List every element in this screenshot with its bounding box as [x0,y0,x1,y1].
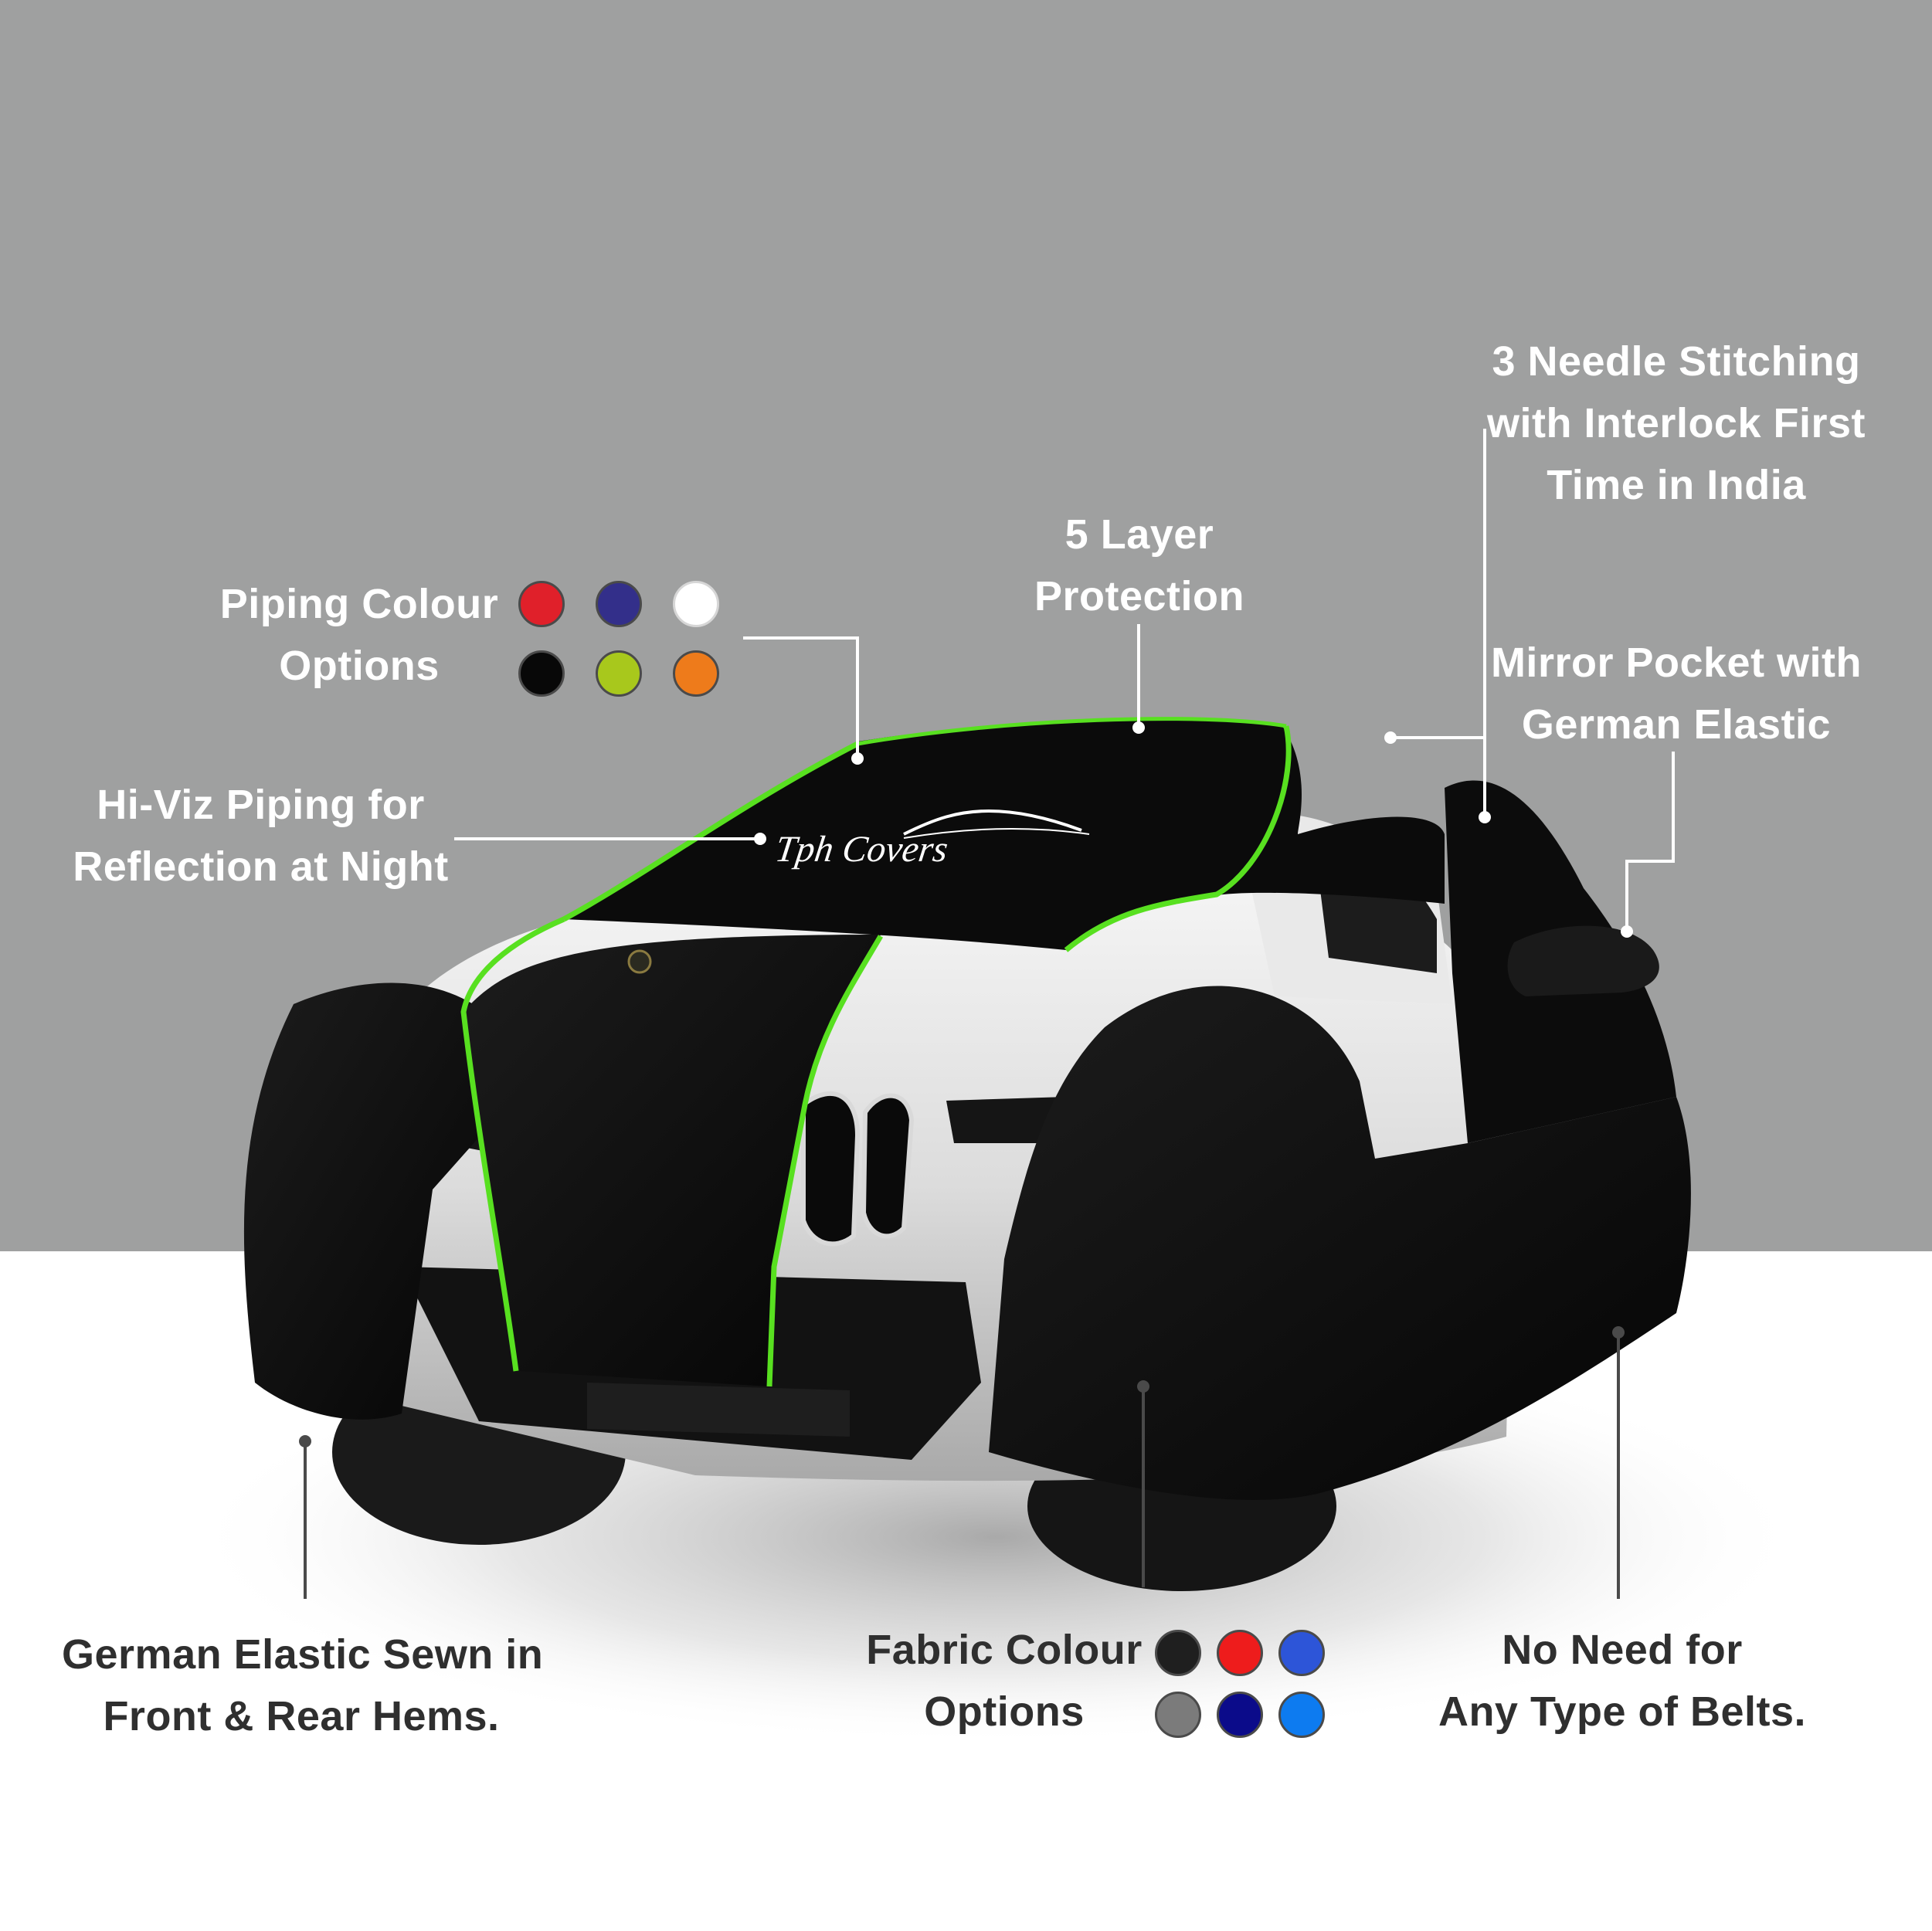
piping-swatch-black[interactable] [518,650,565,697]
leader-piping-colour [743,636,859,758]
dot-mirror [1621,925,1633,938]
cover-left-fender [243,982,494,1420]
dot-german-elastic [299,1435,311,1447]
cover-right-side [989,986,1691,1500]
label-hi-viz: Hi-Viz Piping for Reflection at Night [54,774,467,898]
label-line: 3 Needle Stitching [1492,338,1861,385]
logo-car-outline [903,809,1082,836]
piping-bonnet-right [766,935,884,1387]
label-line: with Interlock First [1486,400,1866,446]
fabric-swatch-blue[interactable] [1278,1630,1325,1676]
fabric-swatch-sky-blue[interactable] [1278,1692,1325,1738]
piping-bonnet-left [460,916,565,1372]
dot-no-belts [1612,1326,1625,1339]
dot-fabric [1137,1380,1149,1393]
label-line: Any Type of Belts. [1438,1688,1807,1735]
label-line: 5 Layer [1064,511,1214,558]
dot-needle [1479,811,1491,823]
brand-logo-text: Tph Covers [772,829,950,870]
cover-bonnet-panel [463,935,881,1386]
label-line: Reflection at Night [73,843,449,890]
label-line: Options [279,643,440,689]
kidney-grille-left [801,1091,861,1247]
label-fabric-colour: Fabric Colour Options [865,1619,1143,1743]
label-piping-colour: Piping Colour Options [209,573,510,697]
label-five-layer: 5 Layer Protection [1000,504,1278,627]
label-line: Hi-Viz Piping for [97,782,425,828]
label-line: Protection [1034,573,1245,619]
label-line: Fabric Colour [866,1627,1143,1673]
number-plate-area [587,1383,850,1437]
piping-swatch-white[interactable] [673,581,719,627]
label-line: Mirror Pocket with [1490,640,1862,686]
dot-five-layer [1132,721,1145,734]
dot-hi-viz [754,833,766,845]
fabric-swatch-grey[interactable] [1155,1692,1201,1738]
label-line: German Elastic [1521,701,1832,748]
fabric-swatch-black[interactable] [1155,1630,1201,1676]
label-needle-stitching: 3 Needle Stitching with Interlock First … [1483,331,1869,516]
logo-car-roofline [903,828,1090,839]
leader-mirror-pocket [1625,752,1675,932]
fabric-swatch-navy[interactable] [1217,1692,1263,1738]
piping-swatch-navy[interactable] [596,581,642,627]
right-headlight [946,1097,1066,1143]
piping-swatch-orange[interactable] [673,650,719,697]
label-line: German Elastic Sewn in [62,1631,544,1678]
piping-roof-right [1064,725,1292,952]
label-german-elastic-hems: German Elastic Sewn in Front & Rear Hems… [62,1624,544,1747]
mirror-pocket [1507,925,1659,996]
label-mirror-pocket: Mirror Pocket with German Elastic [1483,632,1869,755]
dot-piping [851,752,864,765]
label-line: Time in India [1547,462,1806,508]
label-line: Piping Colour [219,581,499,627]
label-line: No Need for [1502,1627,1743,1673]
label-no-belts: No Need for Any Type of Belts. [1414,1619,1831,1743]
cover-badge [627,949,652,974]
piping-swatch-red[interactable] [518,581,565,627]
label-line: Options [924,1688,1085,1735]
piping-roof-left [562,741,859,922]
fabric-swatch-red[interactable] [1217,1630,1263,1676]
dot-needle-horizontal [1384,731,1397,744]
kidney-grille-right [861,1093,915,1239]
piping-swatch-lime[interactable] [596,650,642,697]
label-line: Front & Rear Hems. [103,1693,500,1739]
piping-roof-top [857,717,1287,746]
